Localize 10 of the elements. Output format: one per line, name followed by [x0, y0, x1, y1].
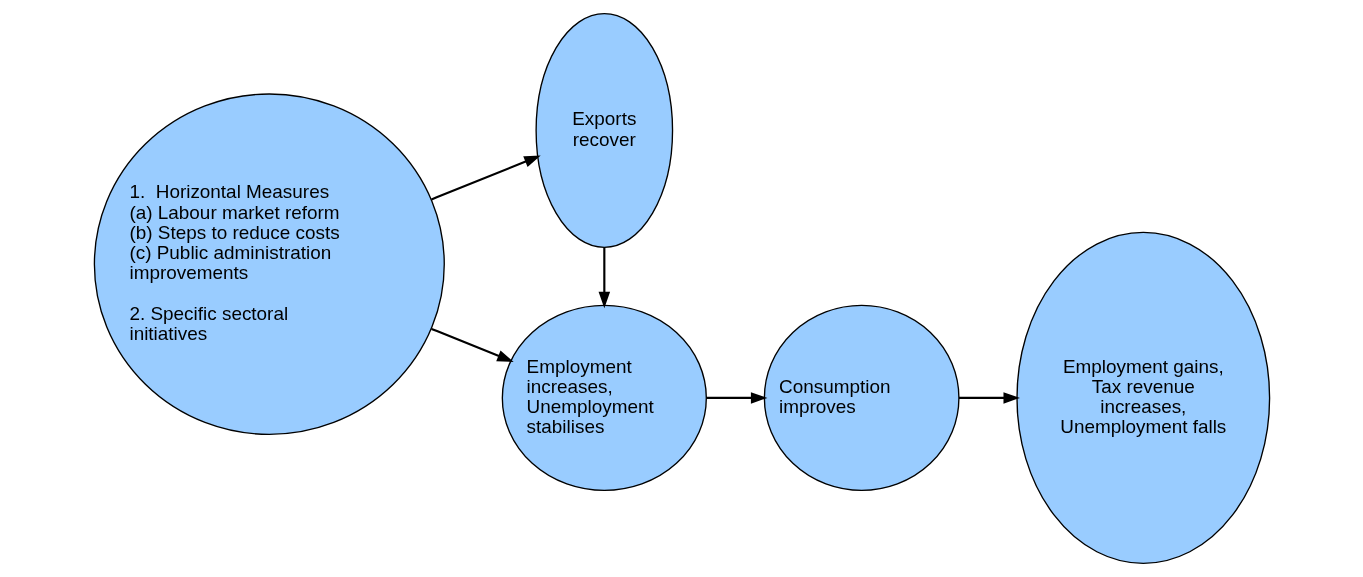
node-ellipse: Exports recover — [534, 12, 673, 248]
arrow — [958, 392, 1020, 404]
node-ellipse: Employment gains, Tax revenue increases, Unemployment falls — [1015, 231, 1270, 565]
arrow — [430, 327, 514, 362]
arrow — [598, 247, 610, 309]
node-circle: Employment increases, Unemployment stabilises — [501, 304, 707, 492]
node-circle: 1. Horizontal Measures (a) Labour market reform (b) Steps to reduce costs (c) Public administration improvements 2. Specific sectoral initiatives — [93, 93, 445, 436]
arrow — [430, 155, 541, 201]
node-circle: Consumption improves — [763, 304, 960, 492]
arrow — [705, 392, 767, 404]
